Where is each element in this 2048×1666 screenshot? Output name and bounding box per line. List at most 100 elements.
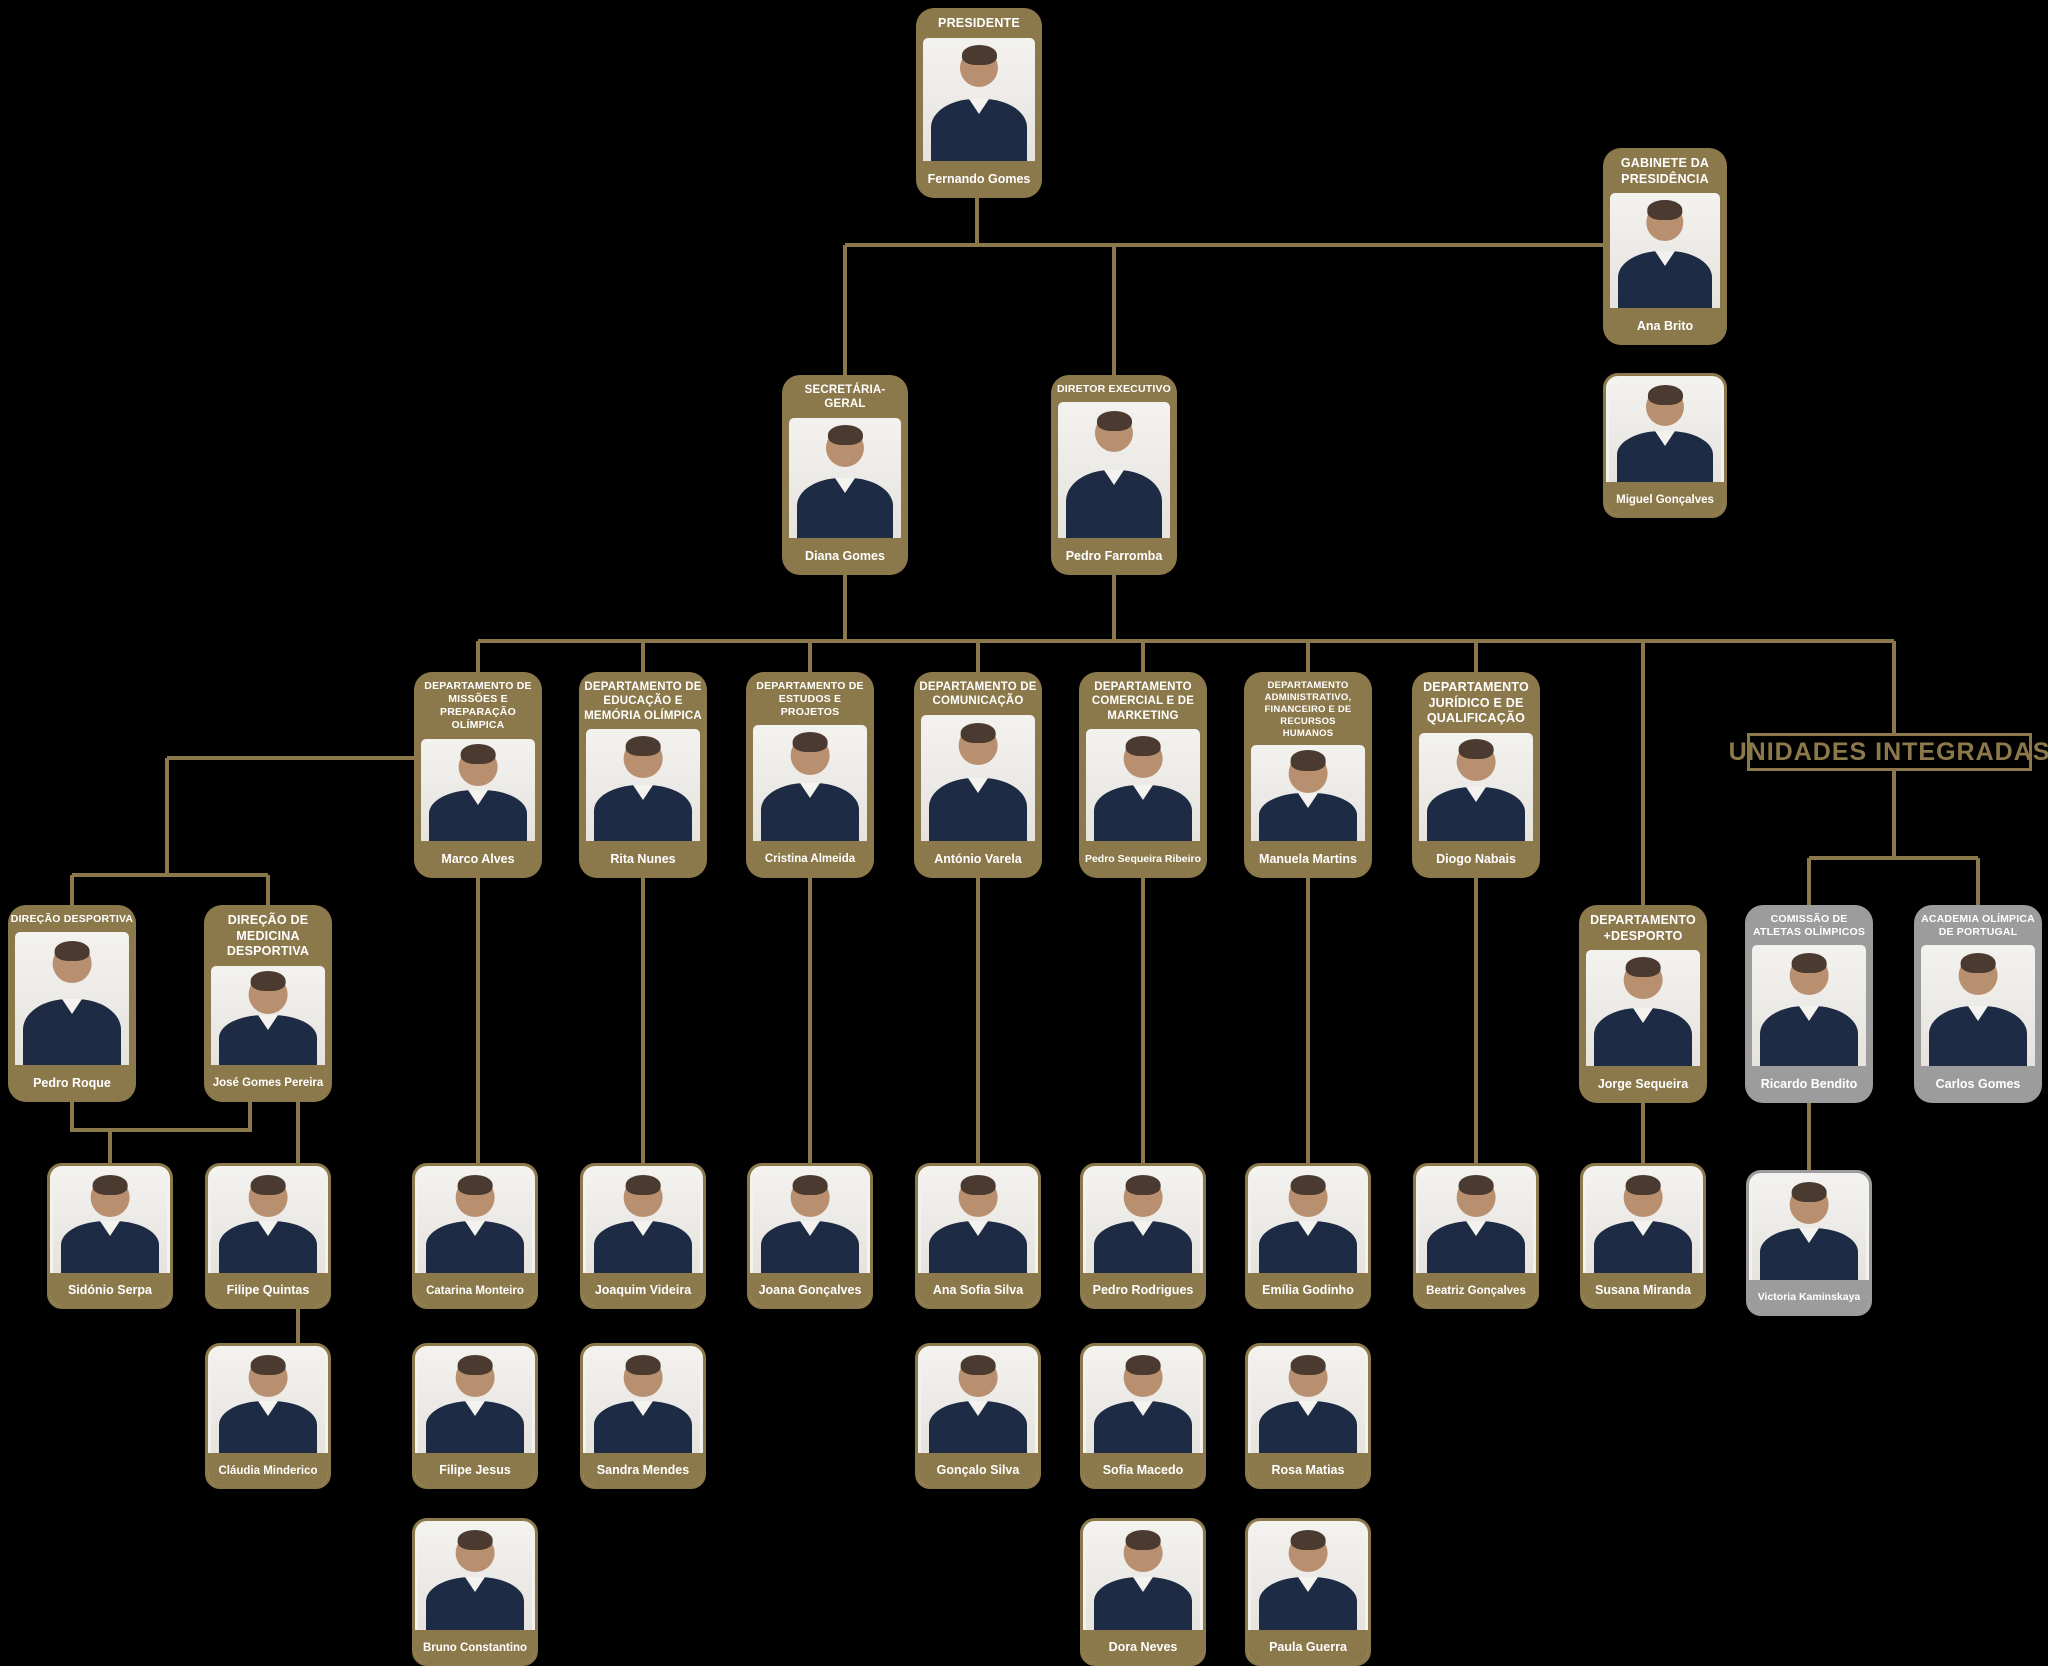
person-head-silhouette [458, 744, 498, 787]
person-head-silhouette [1288, 750, 1328, 793]
person-body-silhouette [1065, 470, 1163, 538]
person-body-silhouette [593, 1401, 692, 1453]
person-head-silhouette [248, 1174, 288, 1218]
connector-line-vertical [843, 575, 847, 643]
connector-line-vertical [808, 878, 812, 1163]
person-head-silhouette [1123, 1354, 1163, 1398]
person-head-silhouette [1288, 1174, 1328, 1218]
person-body-silhouette [1258, 793, 1357, 841]
person-body-silhouette [1093, 1577, 1192, 1630]
person-name: Dora Neves [1083, 1630, 1203, 1663]
person-body-silhouette [218, 1015, 317, 1065]
person-head-silhouette [1123, 1174, 1163, 1218]
connector-line-vertical [975, 198, 979, 247]
person-head-silhouette [1456, 739, 1496, 782]
person-body-silhouette [930, 99, 1028, 161]
person-body-silhouette [1759, 1005, 1858, 1066]
person-body-silhouette [1258, 1401, 1357, 1453]
person-head-silhouette [1645, 384, 1685, 427]
portrait-photo [1086, 1349, 1200, 1453]
connector-line-vertical [1641, 641, 1645, 905]
person-name: José Gomes Pereira [212, 1077, 324, 1090]
person-body-silhouette [425, 1577, 524, 1630]
connector-line-vertical [1474, 878, 1478, 1163]
card-title: DIRETOR EXECUTIVO [1056, 383, 1172, 395]
connector-line-vertical [976, 641, 980, 674]
portrait-photo [15, 932, 129, 1065]
person-head-silhouette [1789, 952, 1829, 995]
connector-line-vertical [1112, 575, 1116, 643]
person-name: Sofia Macedo [1083, 1453, 1203, 1486]
portrait-photo [753, 1169, 867, 1273]
person-name: Carlos Gomes [1935, 1076, 2021, 1091]
portrait-photo [1752, 945, 1866, 1066]
person-head-silhouette [1623, 1174, 1663, 1218]
portrait-photo [586, 1349, 700, 1453]
person-head-silhouette [958, 722, 998, 765]
person-head-silhouette [455, 1530, 495, 1573]
connector-line-vertical [1474, 641, 1478, 674]
connector-line-vertical [641, 878, 645, 1163]
org-card-pedro-rodrigues: Pedro Rodrigues [1080, 1163, 1206, 1309]
person-name: Victoria Kaminskaya [1749, 1280, 1869, 1313]
portrait-photo [421, 738, 535, 841]
person-body-silhouette [1593, 1008, 1692, 1066]
person-head-silhouette [1456, 1174, 1496, 1218]
person-name: Diana Gomes [805, 548, 885, 563]
person-name: Diogo Nabais [1436, 851, 1516, 866]
portrait-photo [1752, 1176, 1866, 1280]
portrait-photo [1610, 193, 1720, 308]
person-head-silhouette [790, 1174, 830, 1218]
person-name: Miguel Gonçalves [1606, 482, 1724, 515]
person-body-silhouette [1258, 1577, 1357, 1630]
person-name: Rita Nunes [610, 851, 676, 866]
portrait-photo [418, 1349, 532, 1453]
person-head-silhouette [623, 1354, 663, 1398]
person-name: Joana Gonçalves [750, 1273, 870, 1306]
person-name: Susana Miranda [1583, 1273, 1703, 1306]
person-name: Jorge Sequeira [1597, 1076, 1689, 1091]
portrait-photo [923, 37, 1035, 161]
card-title: DEPARTAMENTO DE ESTUDOS E PROJETOS [756, 680, 864, 719]
org-card-dep-missoes: DEPARTAMENTO DE MISSÕES E PREPARAÇÃO OLÍ… [414, 672, 542, 878]
org-card-victoria-kaminskaya: Victoria Kaminskaya [1746, 1170, 1872, 1316]
person-name: Cristina Almeida [764, 853, 856, 866]
person-head-silhouette [623, 735, 663, 778]
connector-line-vertical [70, 1102, 74, 1132]
org-card-susana-miranda: Susana Miranda [1580, 1163, 1706, 1309]
org-card-catarina-monteiro: Catarina Monteiro [412, 1163, 538, 1309]
portrait-photo [1609, 379, 1721, 482]
portrait-photo [921, 1349, 1035, 1453]
card-title: DIREÇÃO DESPORTIVA [10, 913, 134, 925]
org-card-sofia-macedo: Sofia Macedo [1080, 1343, 1206, 1489]
org-card-dep-estudos: DEPARTAMENTO DE ESTUDOS E PROJETOS Cristi… [746, 672, 874, 878]
org-card-dora-neves: Dora Neves [1080, 1518, 1206, 1666]
org-card-beatriz-goncalves: Beatriz Gonçalves [1413, 1163, 1539, 1309]
person-body-silhouette [1426, 1221, 1525, 1273]
connector-line-vertical [70, 875, 74, 905]
org-card-filipe-quintas: Filipe Quintas [205, 1163, 331, 1309]
person-name: Ana Sofia Silva [918, 1273, 1038, 1306]
person-head-silhouette [455, 1174, 495, 1218]
person-name: Joaquim Videira [583, 1273, 703, 1306]
person-head-silhouette [1623, 957, 1663, 1000]
person-name: Sandra Mendes [583, 1453, 703, 1486]
person-head-silhouette [959, 45, 999, 87]
person-name: Marco Alves [441, 851, 515, 866]
person-head-silhouette [90, 1174, 130, 1218]
person-body-silhouette [1093, 1401, 1192, 1453]
person-body-silhouette [1616, 430, 1714, 482]
connector-line-vertical [808, 641, 812, 674]
portrait-photo [1251, 1169, 1365, 1273]
connector-line-horizontal [845, 243, 1603, 247]
person-head-silhouette [1123, 735, 1163, 778]
person-name: Pedro Farromba [1065, 548, 1163, 563]
connector-line-vertical [248, 1102, 252, 1132]
person-name: Ricardo Bendito [1760, 1076, 1858, 1091]
portrait-photo [1921, 945, 2035, 1066]
